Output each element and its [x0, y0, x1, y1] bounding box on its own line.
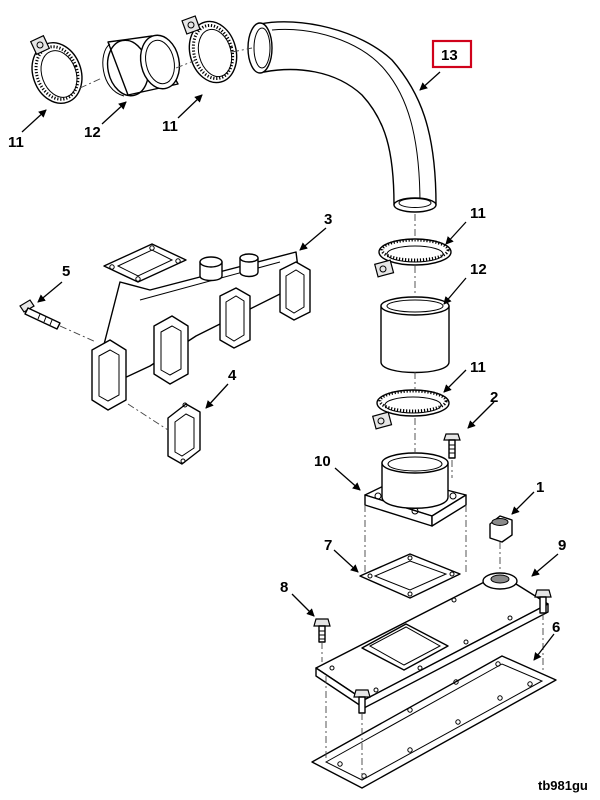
callout-1: 1	[536, 479, 544, 496]
capscrew-cover-right	[534, 589, 552, 614]
callout-6: 6	[552, 619, 560, 636]
air-transfer-elbow-tube	[247, 21, 437, 213]
capscrew-5	[19, 299, 61, 330]
callout-11-top-mid: 11	[162, 118, 178, 135]
hose-sleeve-right	[380, 296, 450, 374]
callout-9: 9	[558, 537, 566, 554]
capscrew-cover-left	[353, 689, 371, 714]
callout-leaders	[21, 71, 559, 661]
hose-clamp-right-lower	[371, 389, 450, 430]
callout-10: 10	[314, 453, 331, 470]
hose-sleeve-top	[102, 34, 181, 97]
pipe-plug	[489, 515, 513, 543]
exhaust-manifold	[91, 243, 311, 411]
hose-clamp-top-left	[29, 34, 83, 104]
figure-reference-code: tb981gu	[538, 778, 588, 793]
callout-12-right: 12	[470, 261, 487, 278]
cover-gasket-6	[311, 655, 557, 789]
callout-5: 5	[62, 263, 70, 280]
callout-4: 4	[228, 367, 237, 384]
callout-12-top: 12	[84, 124, 101, 141]
callout-11-top-left: 11	[8, 134, 24, 151]
capscrew-2	[443, 433, 461, 459]
alignment-lines	[59, 47, 544, 780]
callout-13-highlight-box	[431, 39, 473, 69]
callout-11-right-upper: 11	[470, 205, 486, 222]
manifold-gasket	[167, 402, 201, 465]
callout-8: 8	[280, 579, 288, 596]
callout-2: 2	[490, 389, 498, 406]
gasket-7	[359, 553, 461, 599]
callout-3: 3	[324, 211, 332, 228]
callout-11-right-lower: 11	[470, 359, 486, 376]
air-outlet-connection	[364, 452, 467, 527]
hose-clamp-right-upper	[373, 238, 452, 278]
callout-13: 13	[441, 47, 458, 64]
callout-7: 7	[324, 537, 332, 554]
hose-clamp-top-mid	[181, 15, 238, 84]
capscrew-8	[313, 618, 331, 643]
